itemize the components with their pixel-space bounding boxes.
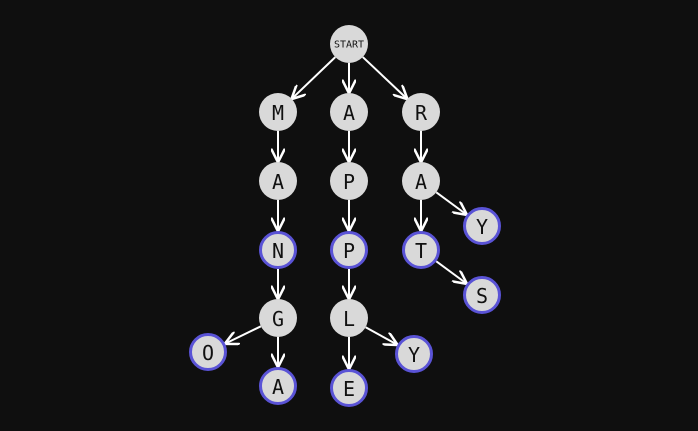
node-circle: [259, 162, 297, 200]
trie-node: R: [402, 93, 440, 131]
node-label: P: [343, 170, 355, 194]
trie-root-node: START: [330, 25, 368, 63]
trie-node: A: [402, 162, 440, 200]
nodes: START M A R A N G O A P P L E Y A T Y S: [189, 25, 501, 407]
edge-start-to-r1: [362, 56, 407, 98]
trie-node: L: [330, 299, 368, 337]
trie-node: N: [259, 231, 297, 269]
node-label: Y: [476, 215, 488, 239]
terminal-node-circle: [402, 231, 440, 269]
node-label: M: [272, 101, 284, 125]
edges: [226, 56, 466, 368]
terminal-node-circle: [463, 207, 501, 245]
edge-start-to-m1: [292, 56, 336, 98]
trie-node: P: [330, 162, 368, 200]
node-circle: [402, 93, 440, 131]
node-label: G: [272, 307, 284, 331]
trie-node: Y: [463, 207, 501, 245]
terminal-node-circle: [189, 333, 227, 371]
node-label: Y: [408, 343, 420, 367]
node-label: START: [334, 40, 364, 51]
terminal-node-circle: [330, 231, 368, 269]
node-label: E: [343, 377, 355, 401]
node-circle: [330, 25, 368, 63]
trie-node: G: [259, 299, 297, 337]
trie-node: E: [330, 369, 368, 407]
trie-node: A: [259, 162, 297, 200]
node-label: L: [343, 307, 355, 331]
edge-g1-to-o1: [226, 325, 262, 343]
terminal-node-circle: [259, 367, 297, 405]
node-circle: [402, 162, 440, 200]
trie-node: T: [402, 231, 440, 269]
node-circle: [259, 93, 297, 131]
terminal-node-circle: [259, 231, 297, 269]
trie-node: A: [330, 93, 368, 131]
node-label: P: [343, 239, 355, 263]
terminal-node-circle: [330, 369, 368, 407]
node-circle: [259, 299, 297, 337]
node-label: S: [476, 284, 488, 308]
node-label: O: [202, 341, 214, 365]
node-label: A: [415, 170, 427, 194]
node-circle: [330, 162, 368, 200]
node-label: R: [415, 101, 428, 125]
edge-l1-to-y1: [365, 326, 397, 344]
trie-node: M: [259, 93, 297, 131]
trie-node: Y: [395, 335, 433, 373]
trie-node: A: [259, 367, 297, 405]
edge-t1-to-s1: [435, 260, 466, 283]
edge-a4-to-y2: [435, 191, 466, 214]
node-label: T: [415, 239, 427, 263]
node-label: A: [343, 101, 355, 125]
trie-node: O: [189, 333, 227, 371]
node-circle: [330, 299, 368, 337]
node-label: A: [272, 170, 284, 194]
terminal-node-circle: [395, 335, 433, 373]
trie-node: S: [463, 276, 501, 314]
terminal-node-circle: [463, 276, 501, 314]
node-label: N: [272, 239, 284, 263]
node-label: A: [272, 375, 284, 399]
trie-node: P: [330, 231, 368, 269]
node-circle: [330, 93, 368, 131]
